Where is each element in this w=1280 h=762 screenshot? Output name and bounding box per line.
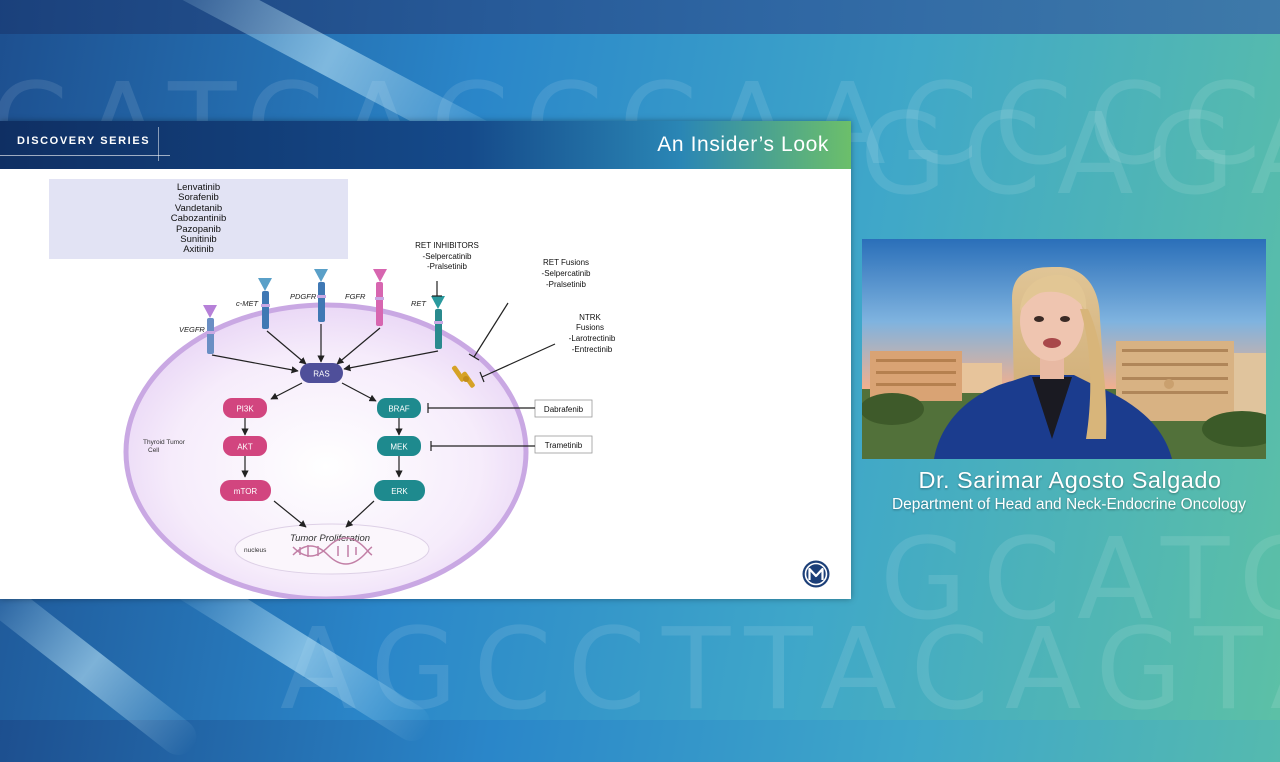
ret-inhibitors-drug: -Selpercatinib: [423, 252, 472, 261]
receptor-fgfr-icon: [373, 269, 387, 326]
slide-header: DISCOVERY SERIES An Insider’s Look: [0, 121, 851, 169]
speaker-department: Department of Head and Neck-Endocrine On…: [891, 496, 1247, 513]
svg-text:Dabrafenib: Dabrafenib: [544, 405, 584, 414]
receptor-vegfr-icon: [203, 305, 217, 354]
receptor-label-vegfr: VEGFR: [179, 325, 205, 334]
ntrk-drug: -Larotrectinib: [569, 334, 616, 343]
divider: [158, 127, 159, 161]
svg-text:BRAF: BRAF: [388, 405, 409, 414]
receptor-label-pdgfr: PDGFR: [290, 292, 317, 301]
ret-inhibitors-title: RET INHIBITORS: [415, 241, 479, 250]
inhibition-line: [432, 281, 442, 297]
svg-text:Trametinib: Trametinib: [545, 441, 583, 450]
speaker-video: [862, 239, 1266, 459]
svg-text:MEK: MEK: [390, 443, 408, 452]
ret-fusions-drug: -Selpercatinib: [542, 269, 591, 278]
multikinase-drug-box: Lenvatinib Sorafenib Vandetanib Cabozant…: [49, 179, 348, 259]
fusion-protein-icon: [451, 365, 475, 388]
ntrk-title: NTRK: [579, 313, 601, 322]
proliferation-label: Tumor Proliferation: [290, 533, 370, 544]
svg-text:AKT: AKT: [237, 443, 253, 452]
drug-item: Sunitinib: [180, 234, 217, 246]
svg-text:mTOR: mTOR: [234, 487, 258, 496]
arrow: [341, 382, 377, 402]
receptor-label-ret: RET: [411, 299, 427, 308]
ntrk-drug: -Entrectinib: [572, 345, 613, 354]
arrow: [270, 382, 303, 400]
drug-item: Vandetanib: [174, 202, 223, 214]
receptor-label-cmet: c-MET: [236, 299, 259, 308]
arrow: [273, 500, 307, 528]
light-streak: [0, 573, 204, 762]
cell-label: Cell: [148, 447, 160, 454]
tumor-cell: [123, 302, 529, 599]
arrow: [211, 354, 299, 374]
inhibition-line: [427, 403, 535, 451]
nucleus-label: nucleus: [244, 547, 267, 554]
receptor-pdgfr-icon: [314, 269, 328, 322]
cell-label: Thyroid Tumor: [143, 439, 186, 446]
ntrk-title: Fusions: [576, 323, 604, 332]
ret-fusions-drug: -Pralsetinib: [546, 280, 587, 289]
svg-text:ERK: ERK: [391, 487, 408, 496]
ret-fusions-title: RET Fusions: [543, 258, 589, 267]
dna-background-row: GCATCATC: [880, 515, 1280, 645]
dna-helix-icon: [292, 537, 373, 565]
ras-node: RAS: [300, 363, 343, 383]
pi3k-node: PI3K: [223, 398, 267, 418]
arrow: [343, 350, 439, 372]
arrow: [266, 330, 307, 365]
receptor-cmet-icon: [258, 278, 272, 329]
ret-inhibitors-drug: -Pralsetinib: [427, 262, 468, 271]
series-label: DISCOVERY SERIES: [17, 135, 151, 147]
divider: [0, 155, 170, 156]
drug-item: Axitinib: [183, 244, 214, 256]
mtor-node: mTOR: [220, 480, 271, 501]
arrow: [345, 500, 375, 528]
multikinase-drug-list: Lenvatinib Sorafenib Vandetanib Cabozant…: [49, 179, 348, 256]
nucleus: [234, 523, 430, 575]
svg-text:RAS: RAS: [313, 370, 329, 379]
trametinib-box: Trametinib: [534, 435, 593, 454]
drug-item: Lenvatinib: [176, 182, 221, 193]
akt-node: AKT: [223, 436, 267, 456]
drug-item: Sorafenib: [178, 192, 219, 204]
receptor-ret-icon: [431, 296, 445, 349]
receptor-label-fgfr: FGFR: [345, 292, 366, 301]
erk-node: ERK: [374, 480, 425, 501]
dna-background-row: GCAGACT: [860, 90, 1280, 220]
dabrafenib-box: Dabrafenib: [534, 399, 593, 418]
institution-logo-icon: [802, 560, 830, 588]
slide-title: An Insider’s Look: [657, 133, 829, 156]
inhibition-line: [468, 302, 556, 383]
svg-text:PI3K: PI3K: [236, 405, 254, 414]
speaker-name: Dr. Sarimar Agosto Salgado: [918, 467, 1222, 493]
braf-node: BRAF: [377, 398, 421, 418]
arrow: [336, 327, 381, 365]
mek-node: MEK: [377, 436, 421, 456]
speaker-video-scene: [862, 239, 1266, 459]
presentation-slide: DISCOVERY SERIES An Insider’s Look Lenva…: [0, 121, 851, 599]
drug-item: Pazopanib: [176, 223, 221, 235]
signaling-pathway-diagram: Thyroid Tumor Cell nucleus Tumor Prolife…: [123, 241, 616, 599]
drug-item: Cabozantinib: [170, 213, 227, 225]
dna-background-row: AGCCTTACAGTACG: [280, 605, 1280, 735]
